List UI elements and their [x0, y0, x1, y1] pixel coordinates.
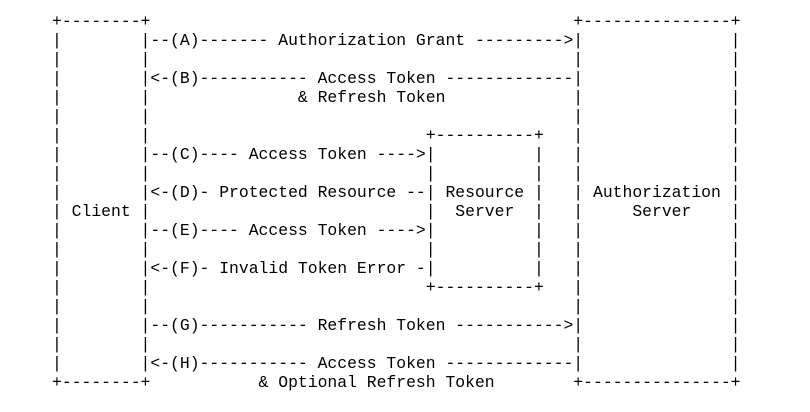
diagram-line: | | | | — [52, 50, 741, 69]
diagram-line: | |<-(H)----------- Access Token -------… — [52, 354, 741, 373]
diagram-line: | | +----------+ | | — [52, 126, 741, 145]
diagram-line: | | | | | | — [52, 164, 741, 183]
diagram-line: | |<-(D)- Protected Resource --| Resourc… — [52, 183, 741, 202]
diagram-line: | |<-(B)----------- Access Token -------… — [52, 69, 741, 88]
oauth-flow-ascii-diagram: +--------+ +---------------+ | |--(A)---… — [52, 12, 741, 392]
diagram-line: | | | | — [52, 335, 741, 354]
diagram-line: +--------+ +---------------+ — [52, 12, 741, 31]
diagram-line: | | | | — [52, 297, 741, 316]
diagram-line: | |--(A)------- Authorization Grant ----… — [52, 31, 741, 50]
diagram-line: | Client | | Server | | Server | — [52, 202, 741, 221]
diagram-line: | | +----------+ | | — [52, 278, 741, 297]
diagram-line: | | | | | | — [52, 240, 741, 259]
diagram-line: | |--(G)----------- Refresh Token ------… — [52, 316, 741, 335]
diagram-line: | |--(E)---- Access Token ---->| | | | — [52, 221, 741, 240]
diagram-line: | |--(C)---- Access Token ---->| | | | — [52, 145, 741, 164]
diagram-line: | | & Refresh Token | | — [52, 88, 741, 107]
diagram-line: | |<-(F)- Invalid Token Error -| | | | — [52, 259, 741, 278]
diagram-line: | | | | — [52, 107, 741, 126]
diagram-line: +--------+ & Optional Refresh Token +---… — [52, 373, 741, 392]
